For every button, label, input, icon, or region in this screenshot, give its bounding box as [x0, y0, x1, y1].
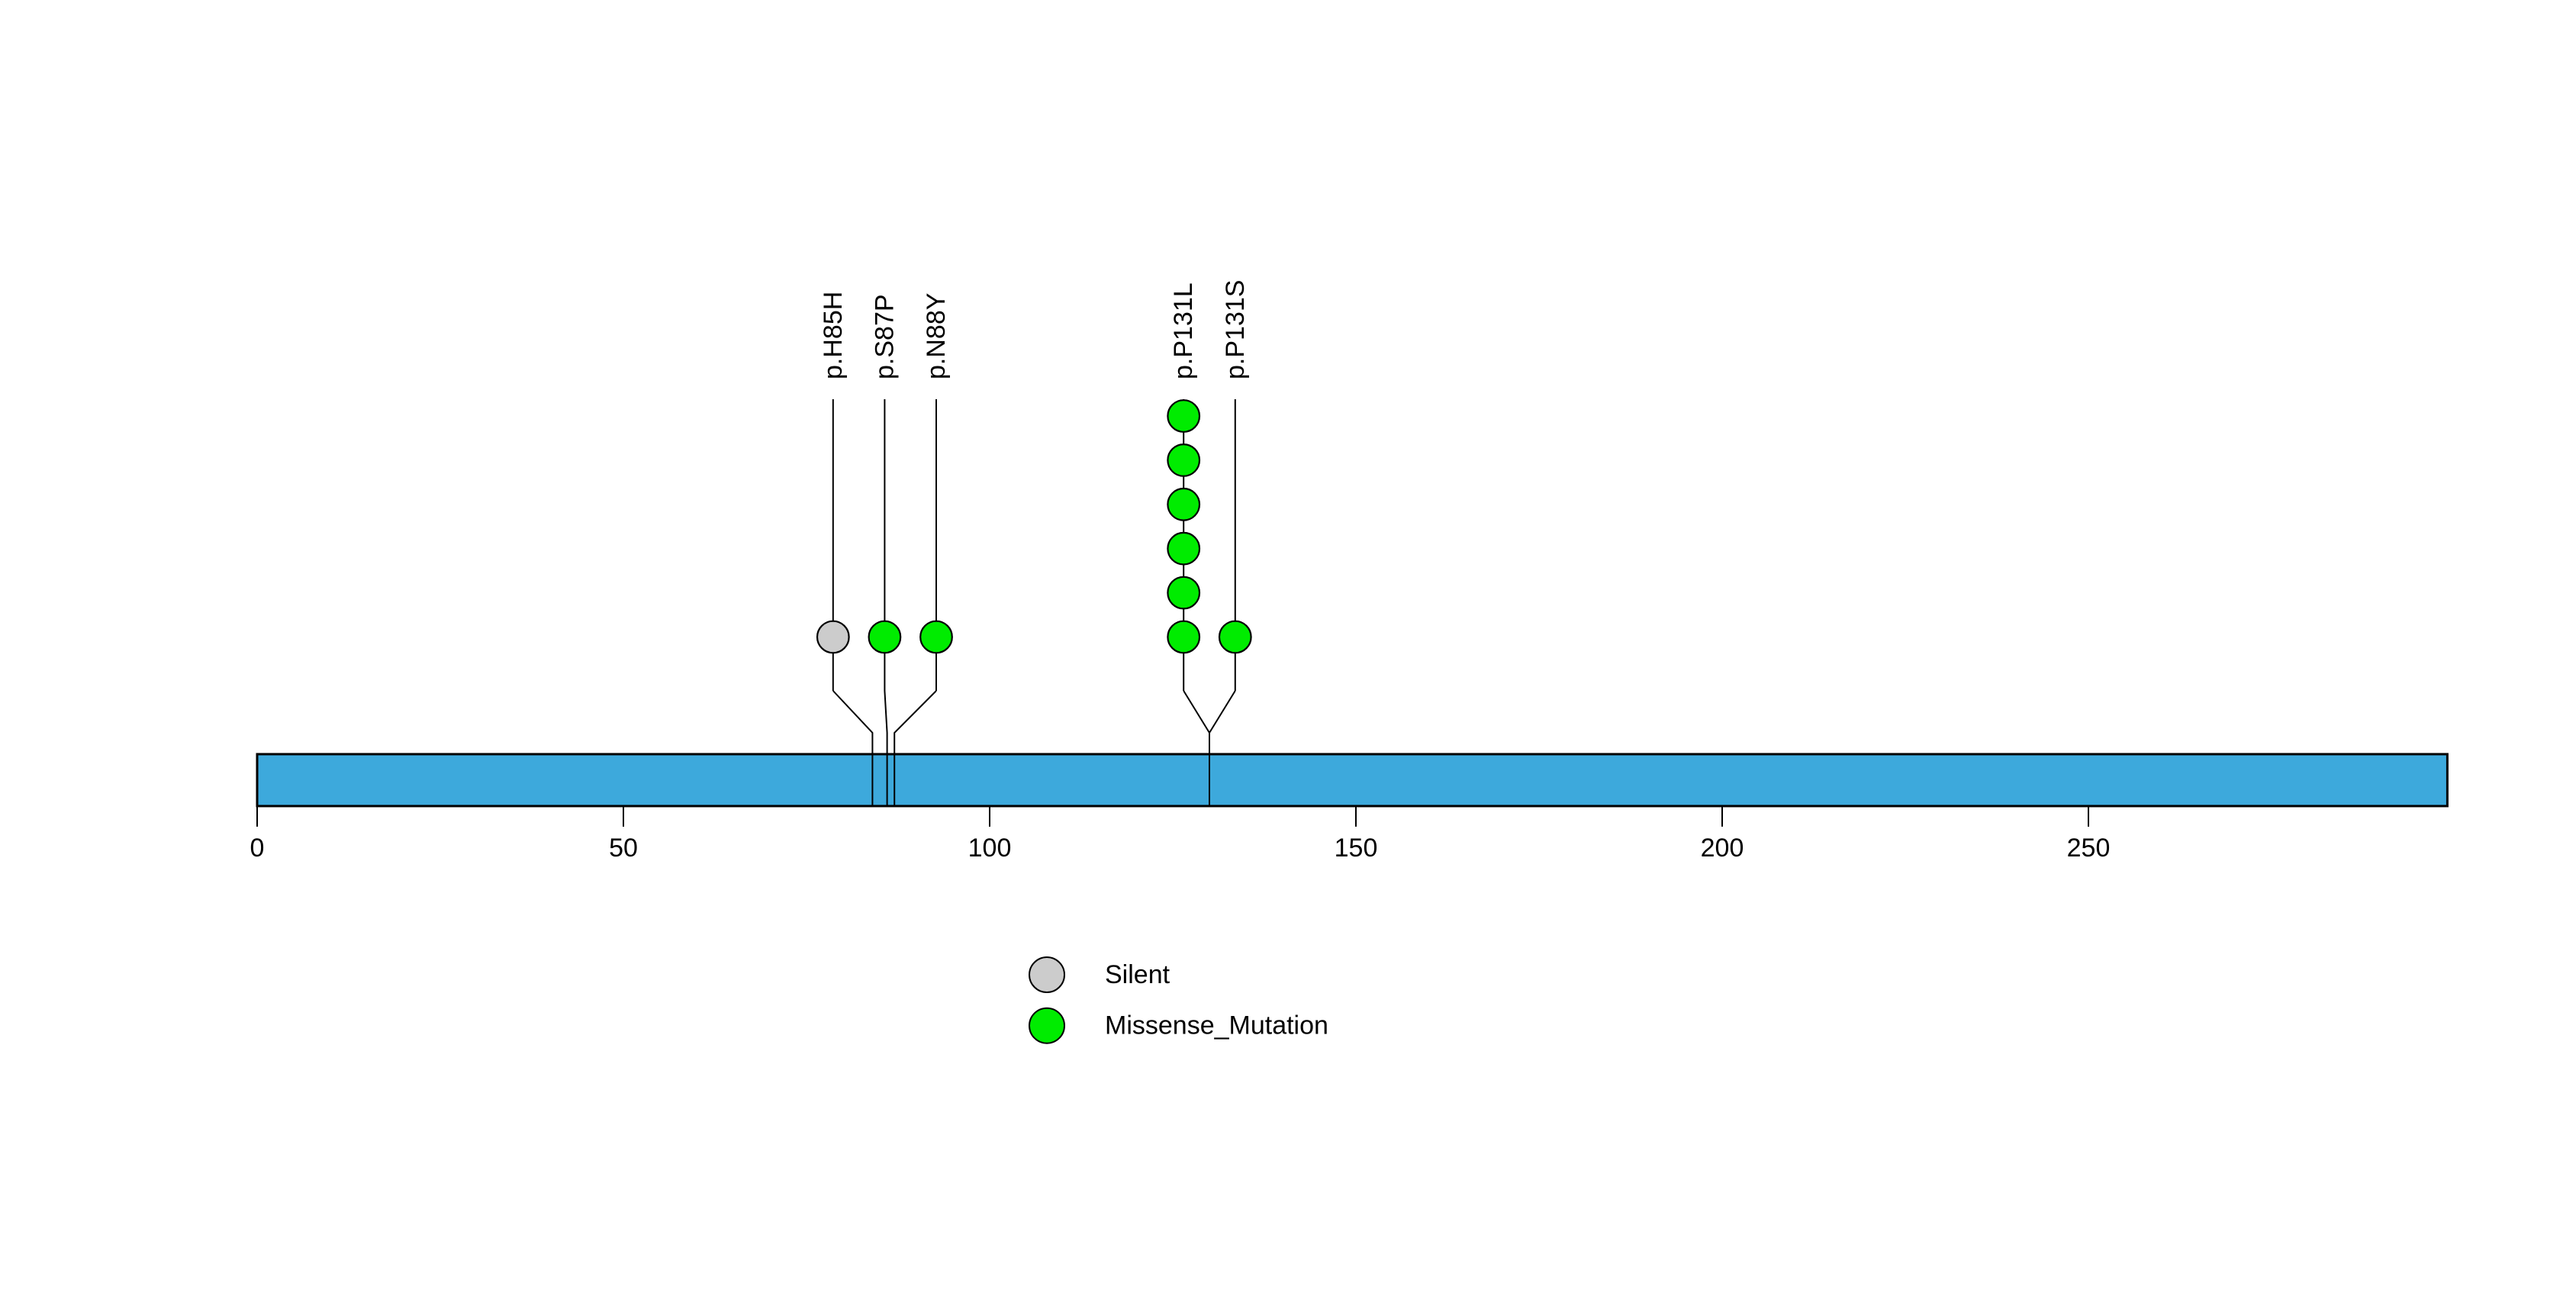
mutation-circle [1167, 487, 1201, 521]
mutation-circle [919, 620, 953, 654]
axis-tick-label: 250 [2067, 834, 2111, 863]
protein-backbone [256, 753, 2449, 808]
axis-tick-label: 50 [609, 834, 638, 863]
mutation-label: p.N88Y [922, 293, 951, 379]
position-connector [884, 690, 888, 806]
x-axis: 0 50 100 150 200 250 [250, 806, 2111, 863]
legend-swatch-circle [1029, 956, 1065, 993]
mutation-circle [1218, 620, 1252, 654]
mutation-circle [816, 620, 850, 654]
mutation-circle [1167, 576, 1201, 610]
mutation-label: p.H85H [819, 292, 848, 379]
mutation-labels: p.H85H p.S87P p.N88Y p.P131L p.P131S [819, 280, 1250, 379]
axis-tick-label: 100 [968, 834, 1012, 863]
mutation-label: p.P131S [1221, 280, 1250, 379]
protein-bar [256, 753, 2449, 808]
mutation-circle [1167, 443, 1201, 477]
axis-tick-label: 200 [1701, 834, 1744, 863]
position-connector [1209, 690, 1236, 806]
position-connector [832, 690, 874, 806]
position-connector [894, 690, 937, 806]
legend-item-label: Missense_Mutation [1105, 1011, 1328, 1040]
mutation-circle [1167, 620, 1201, 654]
axis-tick-label: 150 [1335, 834, 1378, 863]
axis-tick-label: 0 [250, 834, 265, 863]
mutation-circle [1167, 531, 1201, 566]
legend-swatch-circle [1029, 1007, 1065, 1044]
mutation-circle [1167, 399, 1201, 433]
mutation-circle [868, 620, 902, 654]
mutation-label: p.P131L [1169, 282, 1198, 379]
legend-item-label: Silent [1105, 960, 1170, 989]
mutation-label: p.S87P [870, 294, 899, 379]
lollipop-circles [816, 399, 1252, 654]
